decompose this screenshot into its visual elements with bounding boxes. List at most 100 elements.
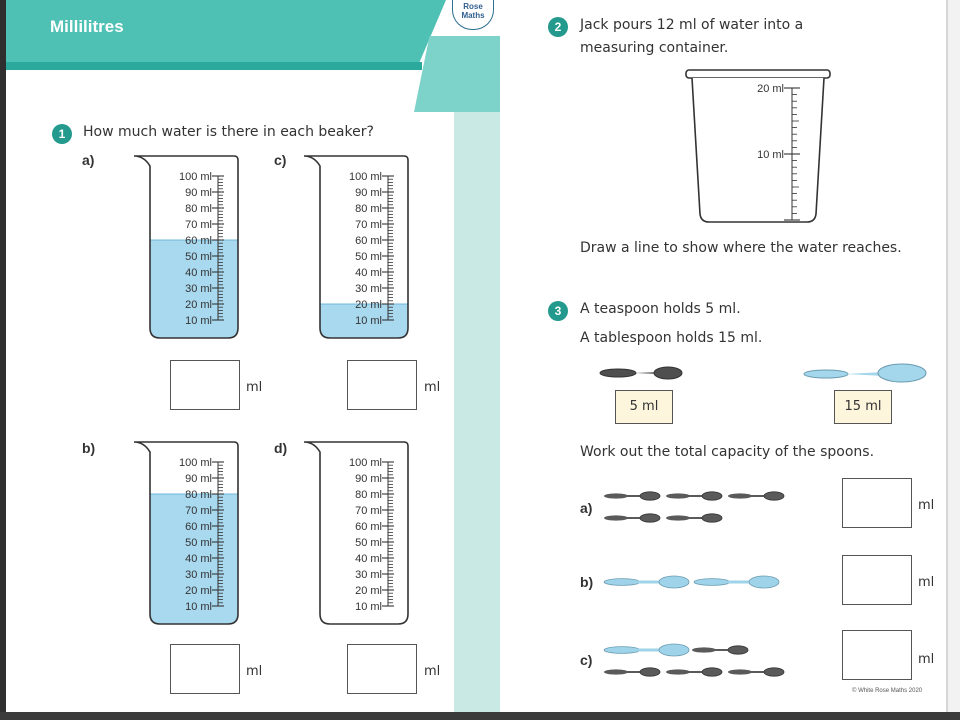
- q1-part-a-label: a): [82, 152, 95, 168]
- beaker-outline: [133, 441, 239, 625]
- page-title: Millilitres: [50, 17, 124, 36]
- answer-box-b[interactable]: [170, 644, 240, 694]
- teaspoon-icon: [728, 491, 785, 501]
- answer-box-3b[interactable]: [842, 555, 912, 605]
- scale-label: 10 ml: [185, 315, 212, 327]
- q3-part-a-label: a): [580, 500, 593, 516]
- scale-label: 100 ml: [349, 171, 382, 183]
- container-scale-label: 10 ml: [757, 149, 784, 161]
- teaspoon-icon: [728, 667, 785, 677]
- beaker-a: 100 ml 90 ml 80 ml 70 ml 60 ml 50 ml 40 ml 30 m…: [133, 155, 239, 339]
- scale-label: 60 ml: [185, 235, 212, 247]
- scale-label: 60 ml: [185, 521, 212, 533]
- tablespoon-icon: [603, 643, 690, 657]
- tablespoon-icon: [603, 575, 690, 589]
- container-body: [691, 77, 825, 223]
- unit-label-3b: ml: [918, 575, 935, 590]
- scale-label: 80 ml: [355, 203, 382, 215]
- spoons-group-c: [603, 643, 785, 677]
- teaspoon-icon: [604, 491, 661, 501]
- unit-label-d: ml: [424, 664, 441, 679]
- scale-label: 90 ml: [355, 473, 382, 485]
- answer-box-3a[interactable]: [842, 478, 912, 528]
- teaspoon-icon: [666, 513, 723, 523]
- answer-box-a[interactable]: [170, 360, 240, 410]
- scale-label: 10 ml: [185, 601, 212, 613]
- scale-label: 70 ml: [355, 219, 382, 231]
- question-2-number: 2: [548, 17, 568, 37]
- container-rim: [685, 69, 831, 79]
- answer-box-3c[interactable]: [842, 630, 912, 680]
- scale-label: 30 ml: [185, 569, 212, 581]
- scale-label: 60 ml: [355, 521, 382, 533]
- scale-label: 30 ml: [355, 283, 382, 295]
- question-3-instruction: Work out the total capacity of the spoon…: [580, 444, 875, 460]
- scale-label: 60 ml: [355, 235, 382, 247]
- scale-label: 30 ml: [185, 283, 212, 295]
- spoons-group-b: [603, 575, 780, 589]
- teaspoon-capacity-label: 5 ml: [615, 390, 673, 424]
- scale-label: 80 ml: [185, 203, 212, 215]
- container-scale-label: 20 ml: [757, 83, 784, 95]
- measuring-container[interactable]: 20 ml 10 ml: [680, 64, 840, 230]
- unit-label-a: ml: [246, 380, 263, 395]
- q1-part-b-label: b): [82, 440, 96, 456]
- scale-label: 40 ml: [185, 267, 212, 279]
- scale-label: 90 ml: [355, 187, 382, 199]
- water-level: [150, 240, 238, 338]
- copyright-text: © White Rose Maths 2020: [852, 688, 923, 694]
- tablespoon-icon: [693, 575, 780, 589]
- question-3-line2: A tablespoon holds 15 ml.: [580, 330, 763, 346]
- water-level: [320, 304, 408, 338]
- scale-label: 20 ml: [355, 299, 382, 311]
- scale-label: 10 ml: [355, 601, 382, 613]
- scale-label: 50 ml: [185, 251, 212, 263]
- scale-label: 40 ml: [355, 267, 382, 279]
- question-3-number: 3: [548, 301, 568, 321]
- scale-label: 70 ml: [185, 219, 212, 231]
- scale-label: 70 ml: [355, 505, 382, 517]
- unit-label-3c: ml: [918, 652, 935, 667]
- answer-box-c[interactable]: [347, 360, 417, 410]
- scale-label: 100 ml: [349, 457, 382, 469]
- unit-label-c: ml: [424, 380, 441, 395]
- beaker-outline: [303, 441, 409, 625]
- scale-label: 90 ml: [185, 187, 212, 199]
- scale-label: 20 ml: [185, 299, 212, 311]
- tablespoon-capacity-label: 15 ml: [834, 390, 892, 424]
- scale-label: 80 ml: [185, 489, 212, 501]
- header-band: [6, 0, 446, 62]
- beaker-outline: [133, 155, 239, 339]
- scale-label: 50 ml: [355, 251, 382, 263]
- scale-label: 50 ml: [355, 537, 382, 549]
- scale-label: 100 ml: [179, 457, 212, 469]
- teaspoon-icon: [604, 667, 661, 677]
- column-separator: [454, 112, 500, 712]
- scale-label: 70 ml: [185, 505, 212, 517]
- tablespoon-picture: [803, 363, 927, 383]
- teaspoon-icon: [666, 667, 723, 677]
- scale-label: 80 ml: [355, 489, 382, 501]
- unit-label-3a: ml: [918, 498, 935, 513]
- teaspoon-icon: [604, 513, 661, 523]
- scale-label: 90 ml: [185, 473, 212, 485]
- q1-part-d-label: d): [274, 440, 288, 456]
- question-2-text-line2: measuring container.: [580, 40, 729, 56]
- scale-label: 20 ml: [355, 585, 382, 597]
- scale-label: 10 ml: [355, 315, 382, 327]
- q3-part-c-label: c): [580, 652, 593, 668]
- scale-label: 30 ml: [355, 569, 382, 581]
- frame-left-border: [0, 0, 6, 720]
- scale-label: 100 ml: [179, 171, 212, 183]
- teaspoon-picture: [599, 366, 683, 380]
- q3-part-b-label: b): [580, 574, 594, 590]
- frame-bottom-border: [0, 712, 960, 720]
- answer-box-d[interactable]: [347, 644, 417, 694]
- scale-label: 50 ml: [185, 537, 212, 549]
- teaspoon-icon: [692, 645, 749, 655]
- header-underline: [6, 62, 422, 70]
